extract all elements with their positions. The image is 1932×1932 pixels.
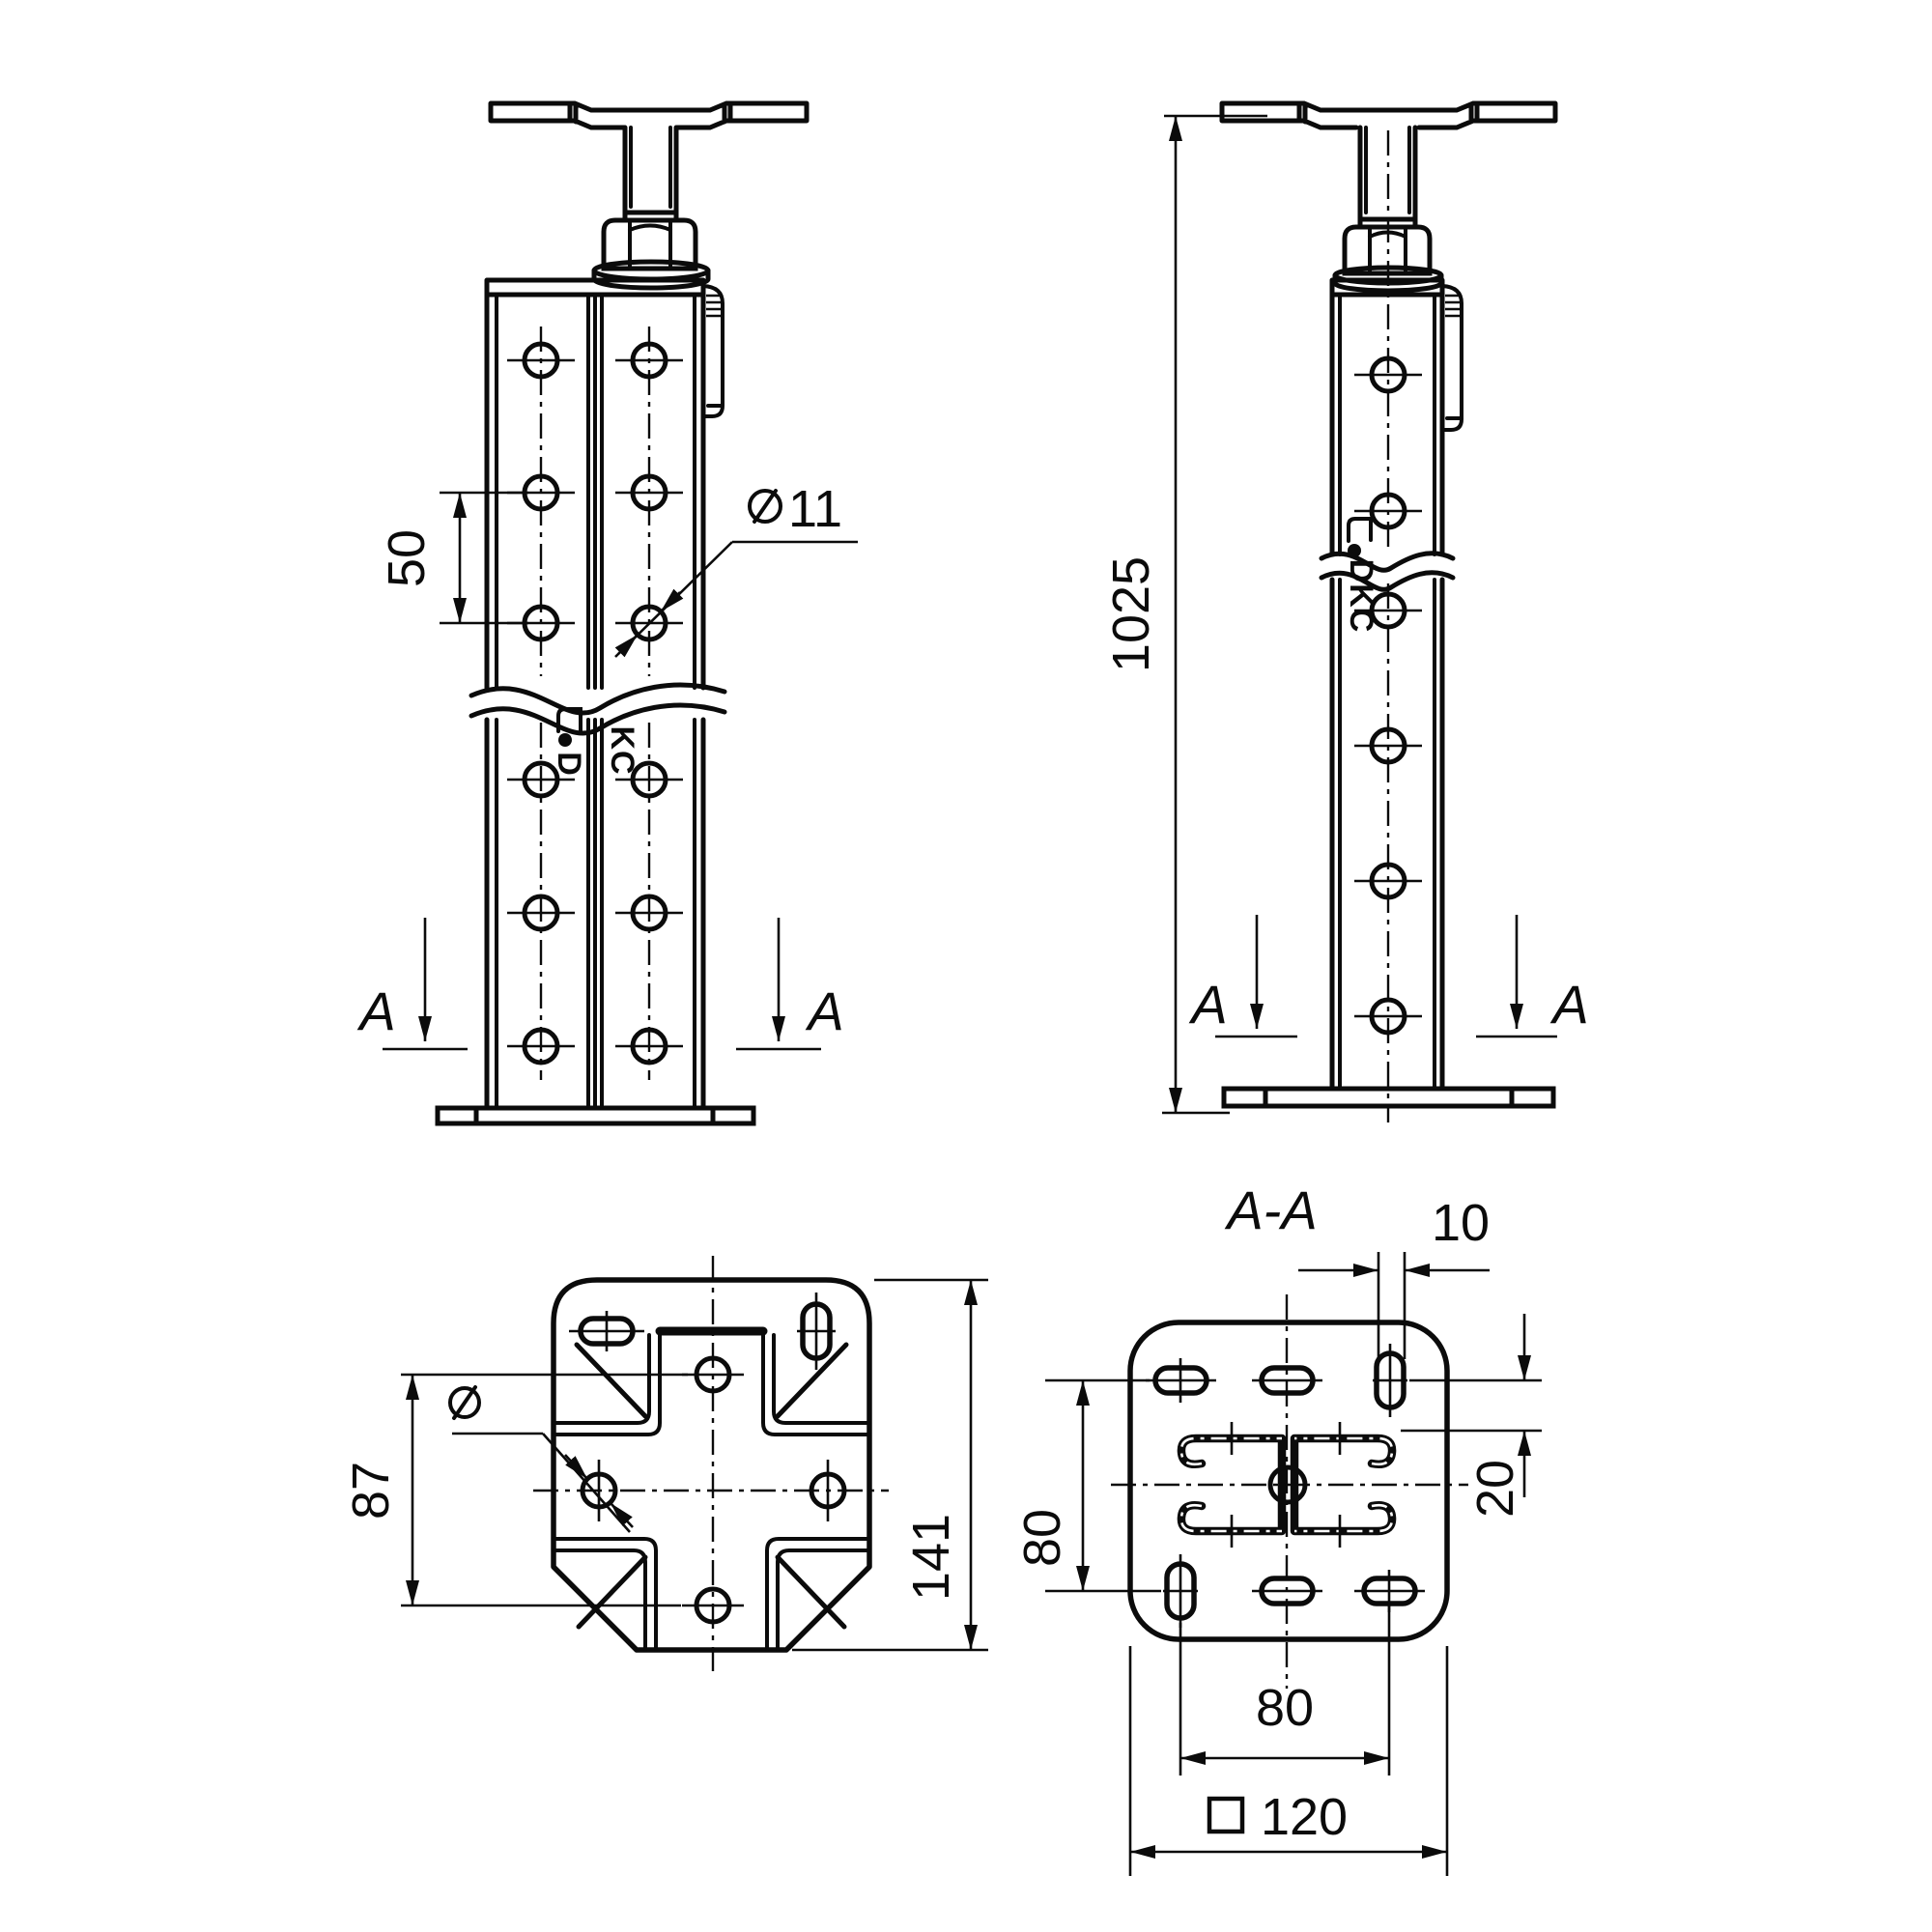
side-break-lines <box>1319 551 1456 592</box>
side-view: 1025 A A DKC <box>1102 100 1589 1122</box>
bottom-slots <box>569 1293 836 1370</box>
dim-50-label: 50 <box>378 529 436 587</box>
bottom-pockets <box>552 1333 871 1652</box>
section-dim-slot-pitch-bottom: 80 <box>1179 1605 1391 1776</box>
front-base-plate <box>435 1105 756 1126</box>
side-section-markers: A A <box>1188 915 1589 1038</box>
bottom-plate-outline <box>551 1277 872 1653</box>
front-top-plate <box>488 100 810 130</box>
front-threaded-rod <box>622 125 679 223</box>
section-label-a-left2: A <box>1188 974 1227 1035</box>
section-dim-web-gap: 10 <box>1298 1194 1490 1359</box>
side-column <box>1319 277 1463 1092</box>
section-label-a-right: A <box>805 980 843 1041</box>
section-slots <box>1146 1344 1425 1628</box>
section-plate-outline <box>1127 1320 1450 1642</box>
dim-141-label: 141 <box>902 1514 960 1601</box>
section-label-a-left: A <box>356 980 395 1041</box>
front-logo-d: D <box>551 752 587 777</box>
dim-120-label: 120 <box>1261 1788 1348 1846</box>
section-rod-hole <box>1267 1464 1308 1505</box>
front-brand-logo: D KC <box>551 707 640 777</box>
dim-80-bottom-label: 80 <box>1256 1679 1314 1737</box>
bottom-dim-plate-height: 141 <box>792 1278 988 1652</box>
front-dim-hole-diameter: 11 <box>614 480 858 658</box>
section-dim-flange-offset: 20 <box>1401 1314 1542 1518</box>
side-base-plate <box>1221 1086 1556 1109</box>
side-side-clip <box>1440 284 1463 432</box>
front-holes <box>507 327 683 1080</box>
front-view: 50 11 A A D KC <box>356 100 858 1126</box>
dim-80-left-label: 80 <box>1013 1509 1071 1567</box>
dim-20-label: 20 <box>1466 1460 1524 1518</box>
side-top-plate <box>1219 100 1558 130</box>
front-side-clip <box>701 284 724 418</box>
diameter-symbol-2 <box>448 1385 481 1420</box>
side-brand-logo: DKC <box>1343 517 1379 634</box>
front-dim-hole-spacing: 50 <box>378 491 528 625</box>
dim-10-label: 10 <box>1432 1194 1490 1252</box>
section-label-a-right2: A <box>1549 974 1588 1035</box>
side-holes <box>1354 130 1422 1122</box>
section-view: A-A <box>1013 1179 1542 1876</box>
front-logo-kc: KC <box>604 725 640 775</box>
section-title: A-A <box>1224 1179 1317 1240</box>
front-section-markers: A A <box>356 918 844 1051</box>
bottom-dim-hole-pitch: 87 <box>342 1373 688 1607</box>
front-column <box>469 277 727 1111</box>
bottom-dim-hole-diameter <box>448 1385 634 1533</box>
section-column-profile <box>1177 1422 1397 1548</box>
section-dim-slot-pitch-left: 80 <box>1013 1378 1161 1593</box>
dim-87-label: 87 <box>342 1462 400 1520</box>
dim-11-label: 11 <box>788 480 842 538</box>
bottom-view: 87 141 <box>342 1256 988 1671</box>
dim-1025-label: 1025 <box>1102 556 1160 672</box>
front-break-lines <box>469 682 727 736</box>
diameter-symbol <box>748 489 782 524</box>
side-logo-dkc: DKC <box>1343 559 1379 634</box>
front-washer <box>591 259 711 291</box>
side-dim-overall-height: 1025 <box>1102 114 1267 1115</box>
square-symbol <box>1207 1796 1245 1834</box>
section-dim-plate-size: 120 <box>1128 1646 1449 1876</box>
